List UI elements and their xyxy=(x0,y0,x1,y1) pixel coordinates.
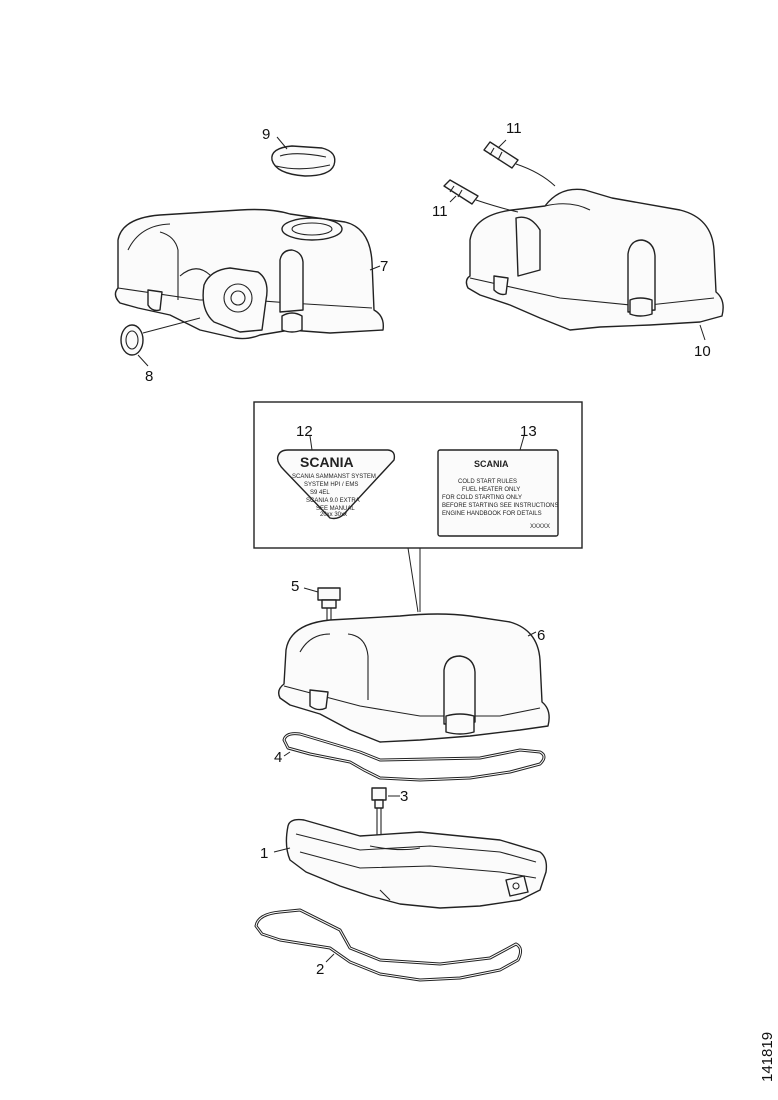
decal-right-line-2: FUEL HEATER ONLY xyxy=(462,487,520,493)
callout-10: 10 xyxy=(694,343,711,360)
cover-frame xyxy=(285,818,548,909)
callout-5: 5 xyxy=(291,578,299,595)
valve-cover-with-sensors xyxy=(465,188,724,331)
decal-right-line-5: ENGINE HANDBOOK FOR DETAILS xyxy=(442,511,542,517)
decal-right-line-1: COLD START RULES xyxy=(458,479,517,485)
callout-2: 2 xyxy=(316,961,324,978)
sensor-lower xyxy=(443,179,519,213)
info-decal: SCANIA COLD START RULES FUEL HEATER ONLY… xyxy=(437,449,559,537)
callout-12: 12 xyxy=(296,423,313,440)
callout-13: 13 xyxy=(520,423,537,440)
callout-8: 8 xyxy=(145,368,153,385)
oil-filler-cap xyxy=(271,145,336,177)
decal-right-line-4: BEFORE STARTING SEE INSTRUCTIONS xyxy=(442,503,558,509)
callout-6: 6 xyxy=(537,627,545,644)
lower-gasket xyxy=(254,908,523,982)
callout-4: 4 xyxy=(274,749,282,766)
decal-left-brand: SCANIA xyxy=(300,454,354,470)
valve-cover-with-breather xyxy=(114,208,384,340)
seal-ring xyxy=(120,317,201,356)
callout-3: 3 xyxy=(400,788,408,805)
warning-decal: SCANIA SCANIA SAMMANST SYSTEM SYSTEM HPI… xyxy=(276,449,396,520)
upper-gasket xyxy=(282,732,546,782)
decal-left-line-1: SCANIA SAMMANST SYSTEM xyxy=(292,474,376,480)
decal-left-line-3: S9 4EL xyxy=(310,490,330,496)
decal-left-line-5: SEE MANUAL xyxy=(316,506,355,512)
figure-number: 141819 xyxy=(759,1032,776,1082)
callout-9: 9 xyxy=(262,126,270,143)
decal-left-line-2: SYSTEM HPI / EMS xyxy=(304,482,358,488)
callout-11-lower: 11 xyxy=(432,203,448,220)
callout-7: 7 xyxy=(380,258,388,275)
decal-right-line-3: FOR COLD STARTING ONLY xyxy=(442,495,522,501)
decal-right-code: XXXXX xyxy=(530,524,550,530)
decal-left-line-6: 20xx 30xx xyxy=(320,512,347,518)
sensor-upper xyxy=(483,141,556,187)
callout-11-upper: 11 xyxy=(506,120,522,137)
valve-cover xyxy=(277,613,550,743)
bolt-middle xyxy=(371,787,387,846)
callout-1: 1 xyxy=(260,845,268,862)
decal-right-brand: SCANIA xyxy=(474,459,509,469)
decal-left-line-4: SCANIA 9.0 EXTRA xyxy=(306,498,360,504)
